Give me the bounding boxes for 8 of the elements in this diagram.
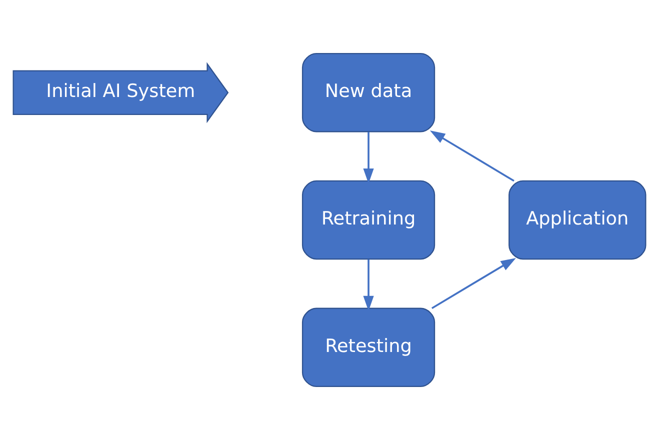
node-box: Application [508,180,646,260]
node-box: Retraining [302,180,436,260]
node-box: Retesting [302,308,436,387]
arrow [431,258,516,310]
arrow [363,132,374,184]
arrow [363,259,374,312]
arrow [430,130,514,182]
node-box: New data [302,53,436,132]
